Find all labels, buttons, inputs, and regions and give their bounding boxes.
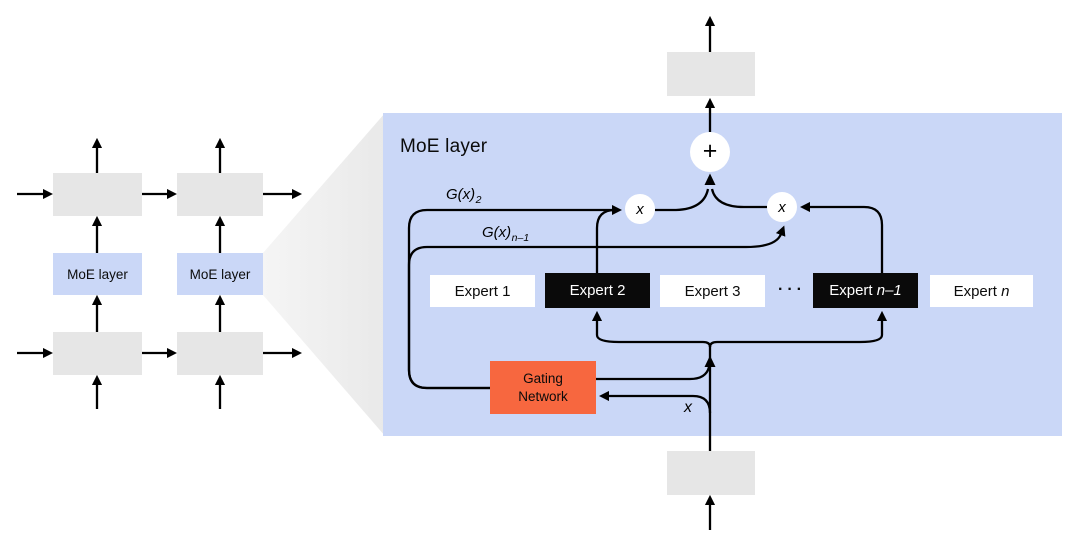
line-gating-out [596, 366, 711, 381]
expert-2-box: Expert 2 [545, 273, 650, 308]
gating-network-label-line1: Gating [523, 370, 563, 386]
expert-n-label-italic: n [1001, 282, 1010, 300]
line-mult2-to-sum [710, 188, 767, 209]
zoom-wedge [263, 113, 385, 436]
gating-network-label-line2: Network [518, 388, 568, 404]
sum-node-symbol: + [702, 136, 718, 165]
arrow-split-left [591, 310, 712, 348]
expert-3-box: Expert 3 [660, 275, 765, 307]
gating-network-box: Gating Network [490, 361, 596, 414]
left-diagram-arrows [17, 137, 303, 409]
panel-title: MoE layer [400, 136, 488, 157]
mini-moe-layer-right-label: MoE layer [189, 266, 251, 282]
arrow-gateN-line [407, 225, 786, 390]
expert-1-label: Expert 1 [454, 282, 511, 300]
line-expert2-out [595, 208, 616, 273]
input-x-label: x [684, 399, 692, 416]
mini-moe-layer-right: MoE layer [177, 253, 263, 295]
multiply-node-1: x [625, 194, 655, 224]
mini-block-top-left [53, 173, 142, 216]
expert-3-label: Expert 3 [684, 282, 741, 300]
expert-ellipsis: ··· [778, 281, 806, 298]
input-block [667, 451, 755, 495]
arrowhead-input-junction [704, 355, 716, 367]
mini-block-bottom-right [177, 332, 263, 375]
multiply-node-2: x [767, 192, 797, 222]
expert-n1-label-italic: n–1 [876, 282, 902, 299]
panel-arrows [407, 15, 888, 530]
gate-value-n1-main: G(x) [482, 224, 512, 241]
arrow-split-right [708, 310, 888, 348]
expert-2-label: Expert 2 [569, 282, 626, 299]
output-block [667, 52, 755, 96]
expert-n1-label: Expert [829, 282, 877, 299]
arrowhead-sum-in [704, 173, 716, 185]
expert-n-box: Expert n [930, 275, 1033, 307]
arrow-gating-in [598, 390, 712, 414]
multiply-node-2-symbol: x [778, 198, 786, 216]
multiply-node-1-symbol: x [636, 200, 644, 218]
mini-block-bottom-left [53, 332, 142, 375]
gate-value-n1-sub: n–1 [511, 232, 530, 244]
expert-n-label: Expert [953, 282, 1002, 300]
sum-node: + [690, 132, 730, 172]
expert-n1-box: Expert n–1 [813, 273, 918, 308]
mini-moe-layer-left: MoE layer [53, 253, 142, 295]
gate-value-2-label: G(x)2 [446, 186, 482, 206]
expert-1-box: Expert 1 [430, 275, 535, 307]
mini-moe-layer-left-label: MoE layer [67, 266, 128, 282]
gate-value-n1-label: G(x)n–1 [482, 224, 530, 244]
arrow-expertN1-out [799, 201, 884, 273]
mini-block-top-right [177, 173, 263, 216]
gate-value-2-sub: 2 [475, 194, 482, 206]
gate-value-2-main: G(x) [446, 186, 476, 203]
line-mult1-to-sum [655, 188, 710, 212]
